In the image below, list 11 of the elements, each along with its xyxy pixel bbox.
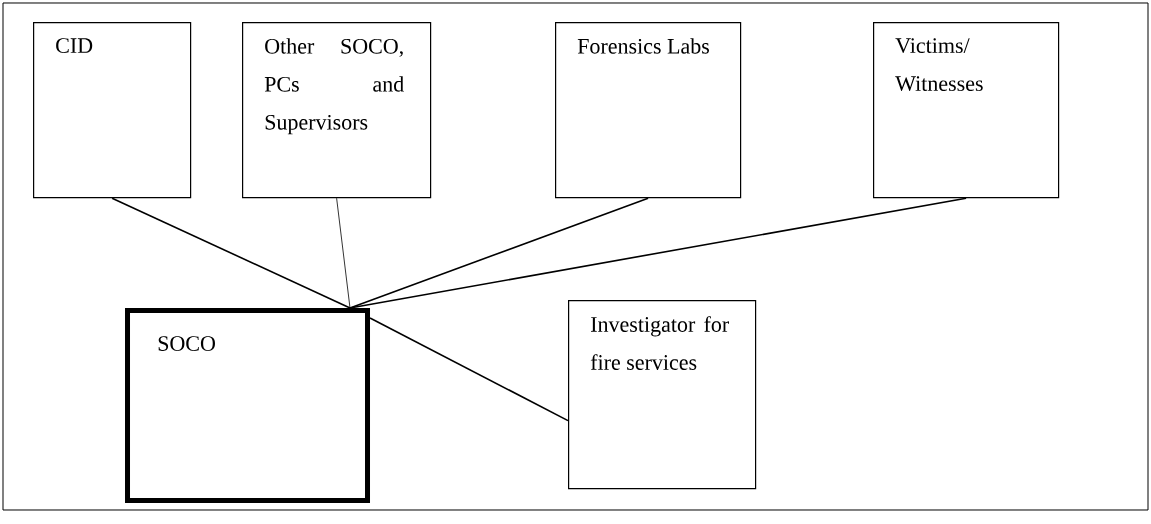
connector-line bbox=[349, 197, 967, 309]
box: Victims/ Witnesses bbox=[873, 22, 1060, 199]
connector-line bbox=[369, 317, 569, 422]
box: CID bbox=[33, 22, 192, 199]
box: Other SOCO, PCs and Supervisors bbox=[242, 22, 432, 199]
connector-line bbox=[349, 197, 649, 309]
connector-line bbox=[336, 197, 351, 309]
box: Investigator for fire services bbox=[568, 300, 757, 490]
connector-line bbox=[111, 197, 351, 309]
box: Forensics Labs bbox=[555, 22, 742, 199]
box: SOCO bbox=[125, 308, 370, 503]
